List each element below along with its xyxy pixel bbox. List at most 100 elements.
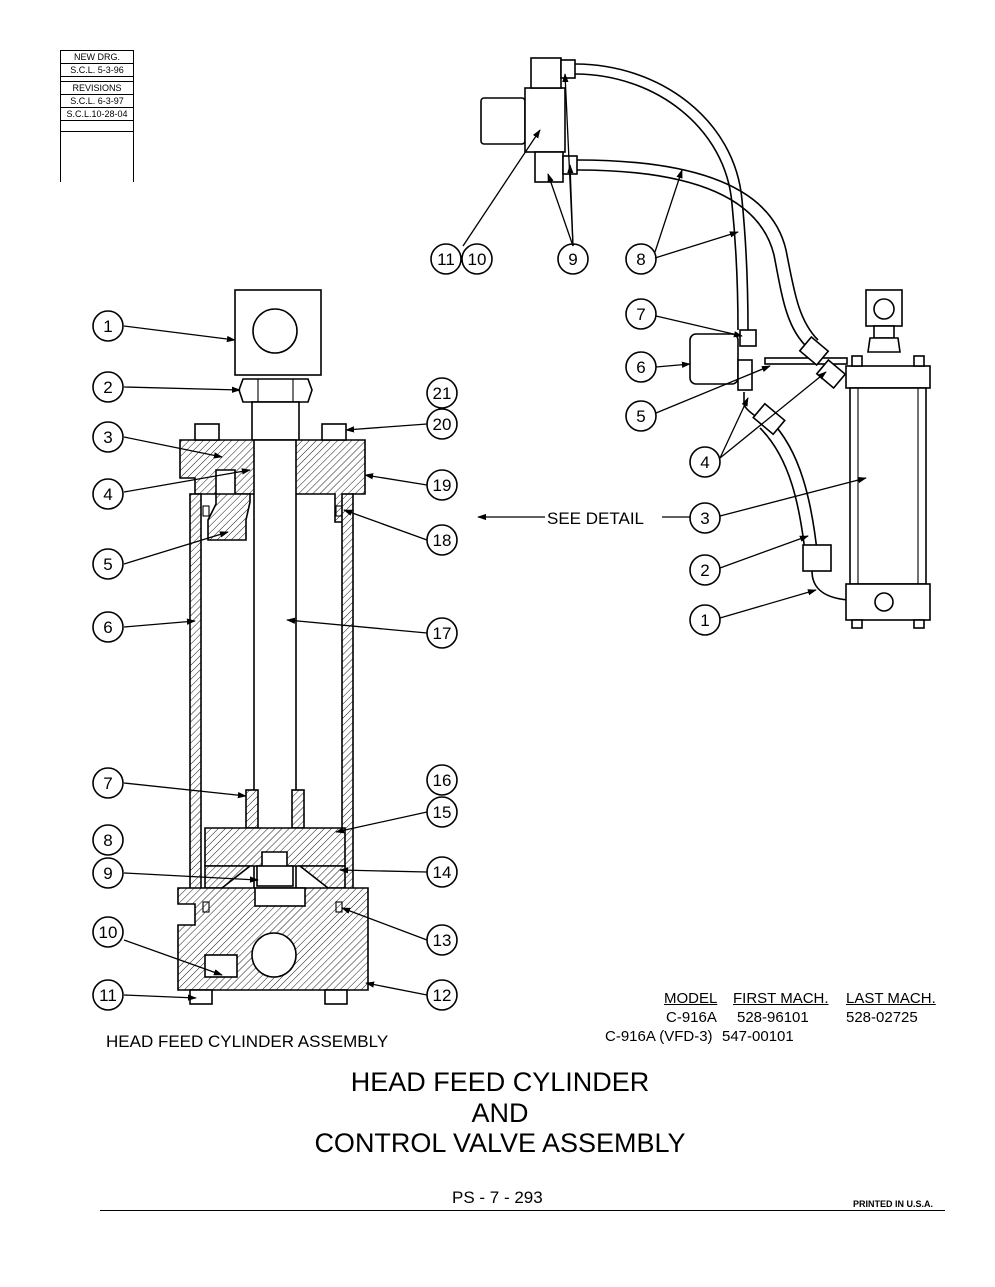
cylinder-bottom-cap	[845, 583, 931, 621]
valve-callout-7: 7	[625, 298, 657, 330]
callout-11: 11	[92, 979, 124, 1011]
cylinder-wall-left	[189, 493, 202, 895]
svg-text:12: 12	[433, 986, 452, 1005]
valve-solenoid	[480, 97, 526, 145]
flow-valve-fitting	[739, 329, 757, 347]
svg-text:1: 1	[700, 611, 709, 630]
valve-callout-5: 5	[625, 400, 657, 432]
svg-text:8: 8	[103, 831, 112, 850]
revision-block: NEW DRG. S.C.L. 5-3-96 REVISIONS S.C.L. …	[60, 50, 134, 182]
callout-2: 2	[92, 371, 124, 403]
bottom-elbow-fitting	[802, 544, 832, 572]
valve-callout-6: 6	[625, 351, 657, 383]
assembly-caption: HEAD FEED CYLINDER ASSEMBLY	[106, 1032, 389, 1051]
rod-hex-nut	[238, 378, 313, 403]
revision-divider	[61, 77, 133, 82]
svg-text:1: 1	[103, 317, 112, 336]
callout-16: 16	[426, 764, 458, 796]
callout-9: 9	[92, 857, 124, 889]
svg-text:6: 6	[636, 358, 645, 377]
top-bolt-left	[194, 423, 220, 441]
svg-text:10: 10	[99, 923, 118, 942]
cylinder-top-fitting	[873, 325, 895, 339]
svg-text:7: 7	[103, 774, 112, 793]
hose-upper-outer	[574, 63, 749, 331]
top-valve-block	[234, 289, 322, 376]
valve-callout-11: 11	[430, 243, 462, 275]
valve-fitting-upper	[560, 59, 576, 79]
cylinder-top-valve	[865, 289, 903, 327]
revision-entry-1: S.C.L. 6-3-97	[61, 95, 133, 108]
valve-callout-1: 1	[689, 604, 721, 636]
top-port-fitting	[207, 493, 251, 541]
rod-bushing-left	[245, 789, 259, 829]
left-leader-lines	[123, 325, 428, 1001]
svg-text:11: 11	[437, 250, 455, 269]
svg-text:16: 16	[433, 771, 452, 790]
svg-text:2: 2	[700, 561, 709, 580]
callout-5: 5	[92, 548, 124, 580]
last-mach-cell: 528-02725	[846, 1009, 918, 1026]
valve-upper-elbow	[530, 57, 562, 89]
piston-nut	[256, 865, 294, 887]
svg-text:4: 4	[700, 453, 709, 472]
page-number: PS - 7 - 293	[452, 1188, 543, 1207]
hose-lower-outer	[576, 159, 819, 341]
callout-21: 21	[426, 377, 458, 409]
callout-4: 4	[92, 478, 124, 510]
callout-14: 14	[426, 856, 458, 888]
new-drawing-date: S.C.L. 5-3-96	[61, 64, 133, 77]
svg-text:10: 10	[468, 250, 487, 269]
printed-in-usa: PRINTED IN U.S.A.	[853, 1199, 934, 1209]
mounting-bracket	[764, 357, 848, 365]
revisions-label: REVISIONS	[61, 82, 133, 95]
revision-blank-row	[61, 121, 133, 132]
bottom-bolt-left	[189, 989, 213, 1005]
svg-text:5: 5	[636, 407, 645, 426]
flow-valve-stem	[737, 359, 753, 391]
svg-text:8: 8	[636, 250, 645, 269]
model-table-row: C-916A (VFD-3) 547-00101	[600, 1028, 950, 1047]
rod-bushing-right	[291, 789, 305, 829]
footer-rule	[100, 1210, 945, 1211]
new-drawing-label: NEW DRG.	[61, 50, 133, 64]
valve-callout-10: 10	[461, 243, 493, 275]
svg-text:19: 19	[433, 476, 452, 495]
title-line-2: AND	[471, 1098, 529, 1128]
bottom-side-port	[204, 954, 238, 978]
svg-text:13: 13	[433, 931, 452, 950]
flow-control-valve	[689, 333, 739, 385]
svg-text:3: 3	[700, 509, 709, 528]
bottom-bolt-right	[324, 989, 348, 1005]
valve-callout-8: 8	[625, 243, 657, 275]
svg-text:3: 3	[103, 428, 112, 447]
callout-15: 15	[426, 796, 458, 828]
model-table-header: MODEL FIRST MACH. LAST MACH.	[600, 990, 950, 1009]
model-cell: C-916A	[666, 1009, 717, 1026]
title-line-3: CONTROL VALVE ASSEMBLY	[314, 1128, 686, 1158]
elbow-fitting-upper	[798, 335, 830, 367]
cylinder-top-nut	[867, 337, 901, 353]
hose-lower-inner	[576, 169, 809, 349]
cylinder-section-view	[177, 289, 369, 1005]
svg-text:5: 5	[103, 555, 112, 574]
svg-text:9: 9	[103, 864, 112, 883]
hose-upper-inner	[574, 73, 739, 331]
rod-neck	[251, 401, 300, 445]
first-mach-cell: 528-96101	[737, 1009, 809, 1026]
model-table: MODEL FIRST MACH. LAST MACH. C-916A 528-…	[600, 990, 950, 1047]
svg-text:14: 14	[433, 863, 452, 882]
svg-text:15: 15	[433, 803, 452, 822]
elbow-fitting-mid	[815, 358, 847, 390]
title-line-1: HEAD FEED CYLINDER	[350, 1067, 650, 1097]
callout-13: 13	[426, 924, 458, 956]
first-mach-cell: 547-00101	[722, 1028, 794, 1045]
control-valve-view	[480, 57, 931, 629]
valve-callout-2: 2	[689, 554, 721, 586]
callout-12: 12	[426, 979, 458, 1011]
svg-text:7: 7	[636, 305, 645, 324]
svg-text:21: 21	[433, 384, 452, 403]
model-header: MODEL	[664, 990, 718, 1007]
right-leader-lines	[462, 73, 867, 619]
